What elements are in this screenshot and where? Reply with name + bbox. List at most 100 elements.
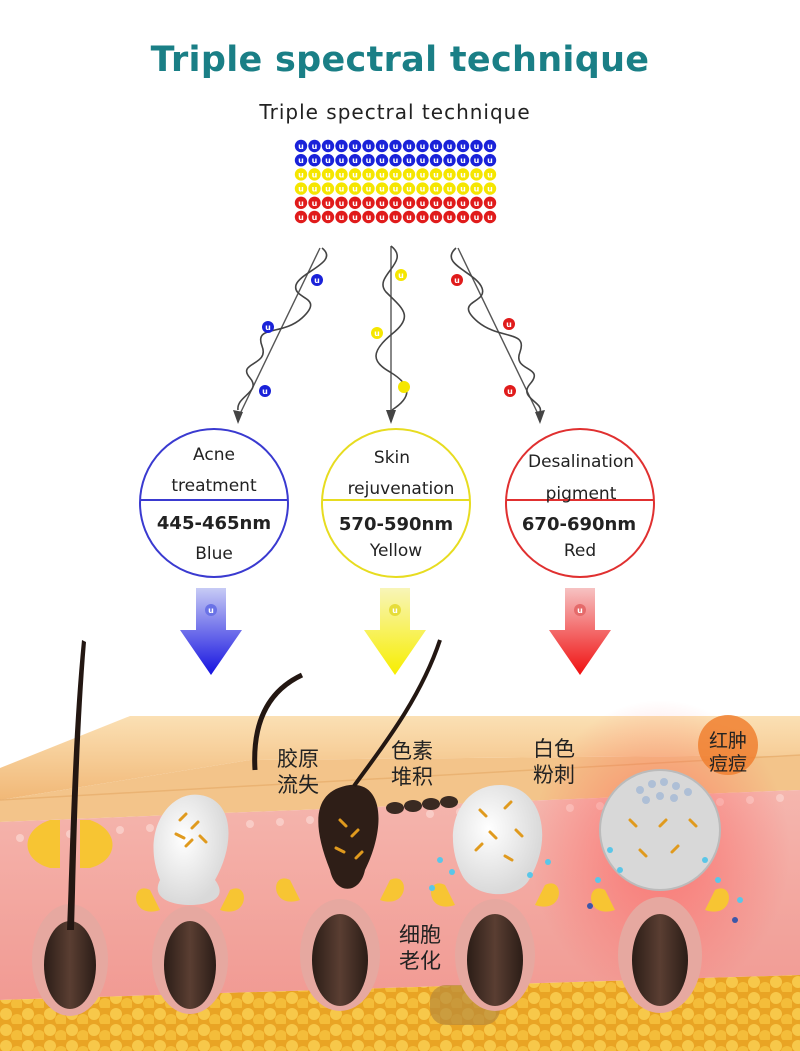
photon-glyph: u: [433, 213, 439, 222]
photon-glyph: u: [298, 170, 304, 179]
photon-dot: [294, 154, 308, 167]
red-arrow: u: [549, 588, 611, 675]
photon-glyph: u: [420, 213, 426, 222]
photon-dot: [375, 210, 389, 224]
photon-dot: [416, 182, 429, 195]
photon-dot: [483, 196, 497, 209]
red-treatment-label: Desalination: [527, 452, 635, 472]
photon-glyph: u: [379, 142, 385, 151]
photon-dot: [362, 154, 375, 167]
blue-color-name: Blue: [195, 544, 233, 564]
label-inflamed-acne-line2: 痘痘: [708, 753, 747, 775]
band-circles: [139, 428, 655, 578]
photon-glyph: u: [447, 156, 453, 165]
photon-dot: [308, 168, 321, 181]
photon-dot: [456, 196, 470, 209]
photon-dot: [321, 154, 335, 167]
photon-glyph: u: [352, 185, 358, 194]
yellow-wavelength: 570-590nm: [338, 514, 454, 535]
photon-glyph: u: [314, 276, 320, 285]
photon-glyph: u: [352, 170, 358, 179]
photon-glyph: u: [339, 142, 345, 151]
photon-dot: [321, 196, 335, 209]
photon-glyph: u: [339, 156, 345, 165]
photon-dot: [362, 139, 375, 153]
follicle-whitehead: [429, 785, 559, 1011]
photon-dot: [389, 210, 402, 224]
label-pigment-line1: 色素: [391, 739, 433, 763]
photon-dot: [335, 168, 348, 181]
label-pigment: 色素 堆积: [382, 738, 442, 790]
photon-glyph: u: [393, 170, 399, 179]
photon-glyph: u: [374, 329, 380, 338]
photon-glyph: u: [352, 156, 358, 165]
photon-dot: [402, 139, 416, 153]
photon-glyph: u: [379, 156, 385, 165]
photon-dot: [335, 139, 348, 153]
photon-glyph: u: [433, 156, 439, 165]
photon-glyph: u: [474, 170, 480, 179]
photon-glyph: u: [447, 142, 453, 151]
photon-glyph: u: [454, 276, 460, 285]
red-color-name: Red: [563, 541, 597, 561]
page-title: Triple spectral technique: [150, 40, 650, 80]
photon-glyph: u: [506, 320, 512, 329]
photon-dot: [389, 154, 402, 167]
yellow-arrow: u: [364, 588, 426, 675]
label-whitehead-line2: 粉刺: [533, 763, 575, 787]
photon-dot: [362, 196, 375, 209]
photon-dot: [308, 196, 321, 209]
photon-dot: [470, 139, 483, 153]
follicle-collagen: [136, 794, 244, 1014]
blue-wave: [233, 247, 328, 424]
photon-dot: [389, 168, 402, 181]
photon-glyph: u: [460, 199, 466, 208]
photon-glyph: u: [366, 185, 372, 194]
photon-glyph: u: [487, 170, 493, 179]
photon-dot: [402, 154, 416, 167]
photon-dot: [443, 196, 456, 209]
photon-glyph: u: [325, 199, 331, 208]
photon-dot: [443, 139, 456, 153]
photon-glyph: u: [366, 199, 372, 208]
photon-glyph: u: [487, 199, 493, 208]
label-collagen-loss-line1: 胶原: [277, 747, 319, 771]
photon-glyph: u: [298, 156, 304, 165]
photon-glyph: u: [406, 156, 412, 165]
photon-glyph: u: [366, 213, 372, 222]
photon-glyph: u: [393, 213, 399, 222]
photon-dot: [375, 139, 389, 153]
blue-treatment-label-2: treatment: [171, 476, 257, 496]
photon-glyph: u: [262, 387, 268, 396]
photon-glyph: u: [474, 185, 480, 194]
photon-dot: [348, 168, 362, 181]
photon-dot: [402, 196, 416, 209]
photon-dot: [294, 196, 308, 209]
photon-dot: [348, 154, 362, 167]
photon-dot: [375, 154, 389, 167]
yellow-wave: [375, 245, 408, 424]
photon-dot: [402, 182, 416, 195]
label-cell-aging: 细胞 老化: [390, 922, 450, 974]
photon-dot: [321, 139, 335, 153]
photon-dot: [362, 168, 375, 181]
photon-glyph: u: [366, 156, 372, 165]
photon-glyph: u: [487, 185, 493, 194]
photon-glyph: u: [460, 213, 466, 222]
photon-glyph: u: [474, 142, 480, 151]
blue-arrow: u: [180, 588, 242, 675]
down-arrows: u u u: [180, 588, 611, 675]
photon-glyph: u: [420, 142, 426, 151]
photon-dot: [429, 154, 443, 167]
photon-glyph: u: [447, 199, 453, 208]
photon-dot: [483, 154, 497, 167]
photon-dot: [294, 168, 308, 181]
label-inflamed-acne-line1: 红肿: [708, 730, 747, 752]
photon-dot: [335, 182, 348, 195]
photon-dot: [416, 168, 429, 181]
red-band-circle: [505, 428, 655, 578]
photon-glyph: u: [447, 213, 453, 222]
photon-glyph: u: [208, 606, 214, 615]
label-cell-aging-line2: 老化: [399, 949, 441, 973]
